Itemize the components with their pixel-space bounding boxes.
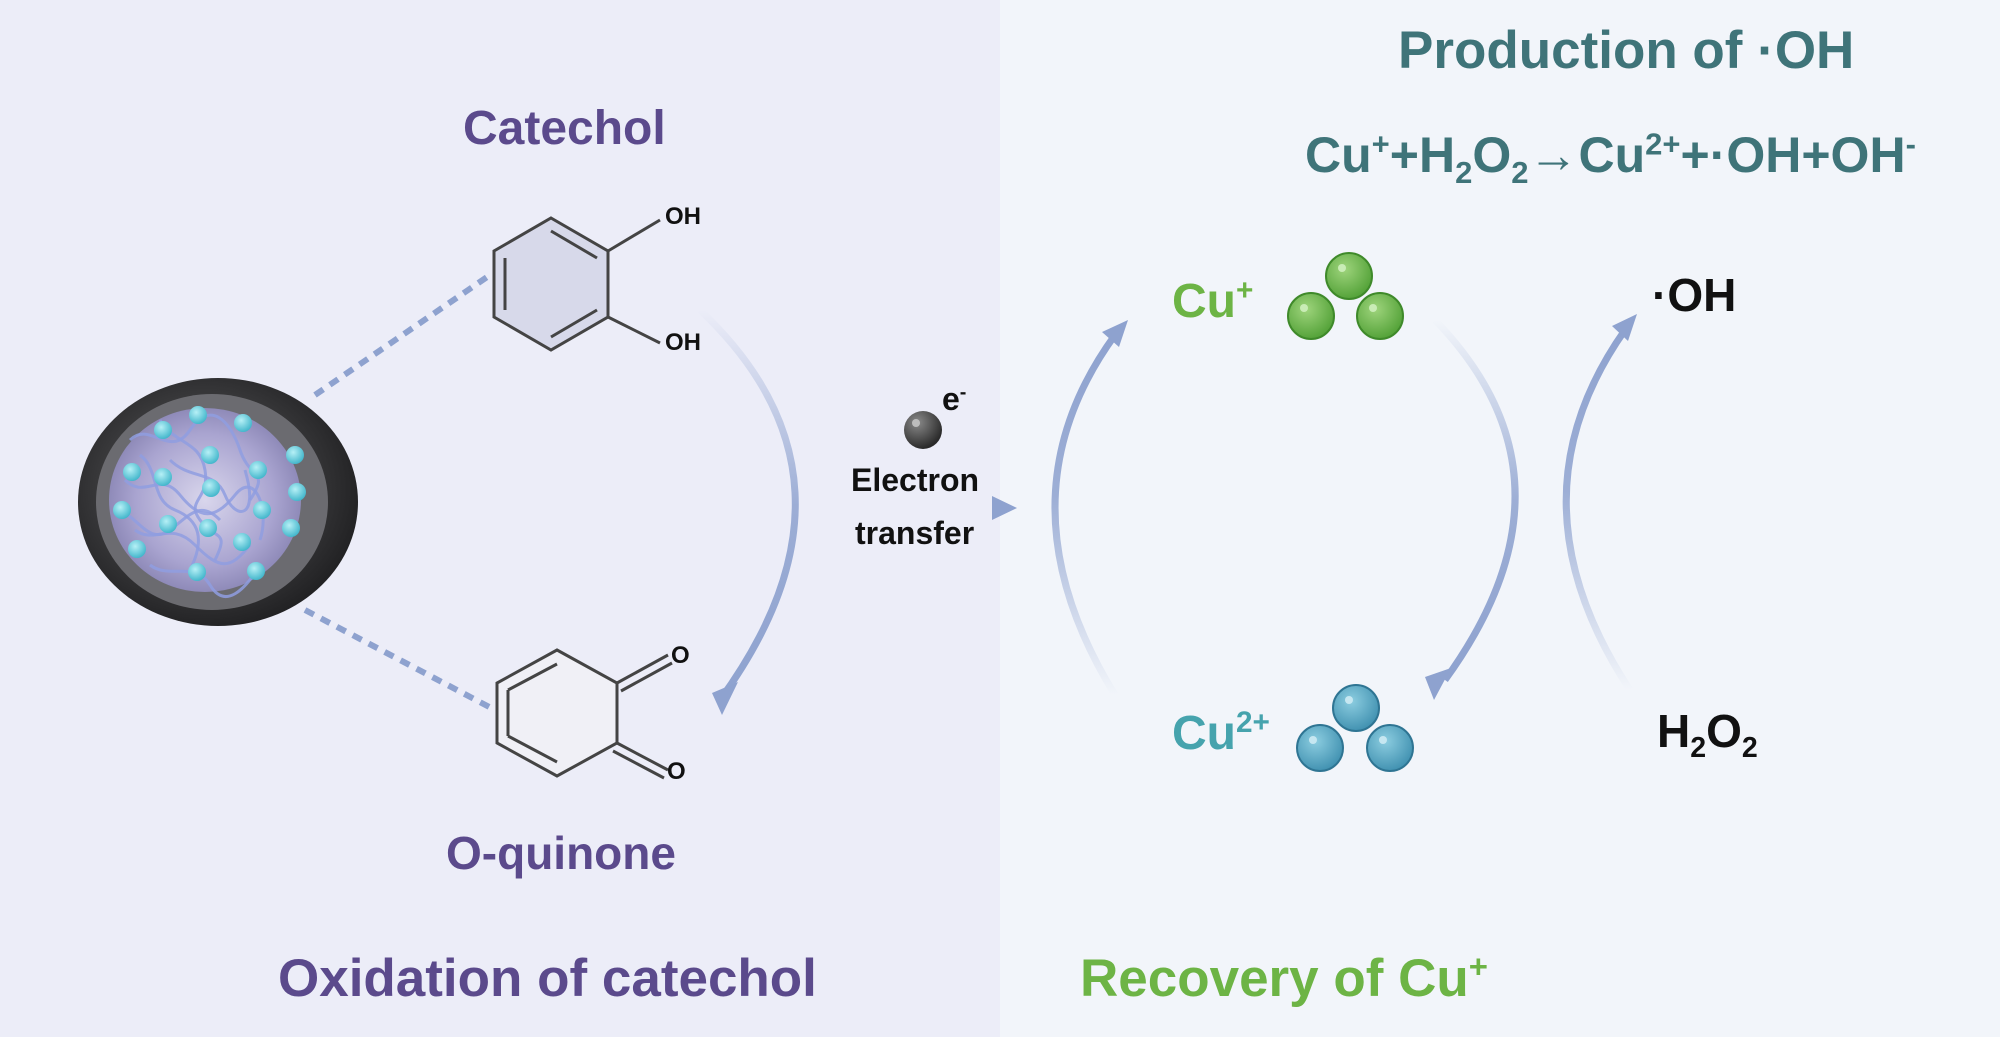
nanoparticle: [78, 378, 358, 626]
oh-bottom-label: OH: [665, 329, 701, 356]
cu-plus-spheres: [1287, 252, 1404, 340]
cu-plus-label: Cu+: [1172, 274, 1254, 328]
electron-transfer-line2: transfer: [855, 515, 975, 551]
electron-sphere: [904, 411, 942, 449]
cu-2plus-spheres: [1296, 684, 1414, 772]
copper-beads: [113, 406, 306, 581]
dashed-connector-top: [313, 272, 492, 398]
oxidation-arrowhead: [712, 682, 738, 715]
hydrogen-peroxide-label: H2O2: [1657, 705, 1758, 765]
oxidation-section-title: Oxidation of catechol: [278, 949, 817, 1008]
dashed-connector-bottom: [303, 607, 497, 713]
o-quinone-label: O-quinone: [446, 827, 676, 879]
hydroxyl-radical-label: ·OH: [1652, 269, 1737, 321]
electron-transfer-line1: Electron: [851, 462, 980, 498]
catechol-structure: [492, 216, 661, 352]
reduction-arrowhead: [1102, 320, 1128, 347]
oxidation-cu-arc-arrow: [1432, 317, 1519, 683]
reduction-arc-arrow: [1051, 332, 1118, 697]
catechol-label: Catechol: [463, 102, 666, 155]
right-panel-background: [1000, 0, 2000, 1037]
nanoparticle-core: [109, 408, 301, 592]
reaction-equation: Cu++H2O2→Cu2++·OH+OH-: [1305, 126, 1916, 190]
electron-symbol: e-: [942, 381, 967, 417]
production-title: Production of ·OH: [1398, 21, 1855, 80]
cu-2plus-label: Cu2+: [1172, 706, 1270, 760]
hydroxyl-arrowhead: [1612, 314, 1637, 341]
electron-transfer-arrowhead: [992, 496, 1017, 520]
hydroxyl-arc-arrow: [1562, 327, 1633, 692]
recovery-section-title: Recovery of Cu+: [1080, 947, 1488, 1008]
o-quinone-structure: [495, 648, 673, 780]
o-bottom-label: O: [667, 758, 686, 785]
oh-top-label: OH: [665, 203, 701, 230]
oxidation-cu-arrowhead: [1425, 668, 1451, 700]
oxidation-arc-arrow: [697, 307, 799, 703]
o-top-label: O: [671, 642, 690, 669]
